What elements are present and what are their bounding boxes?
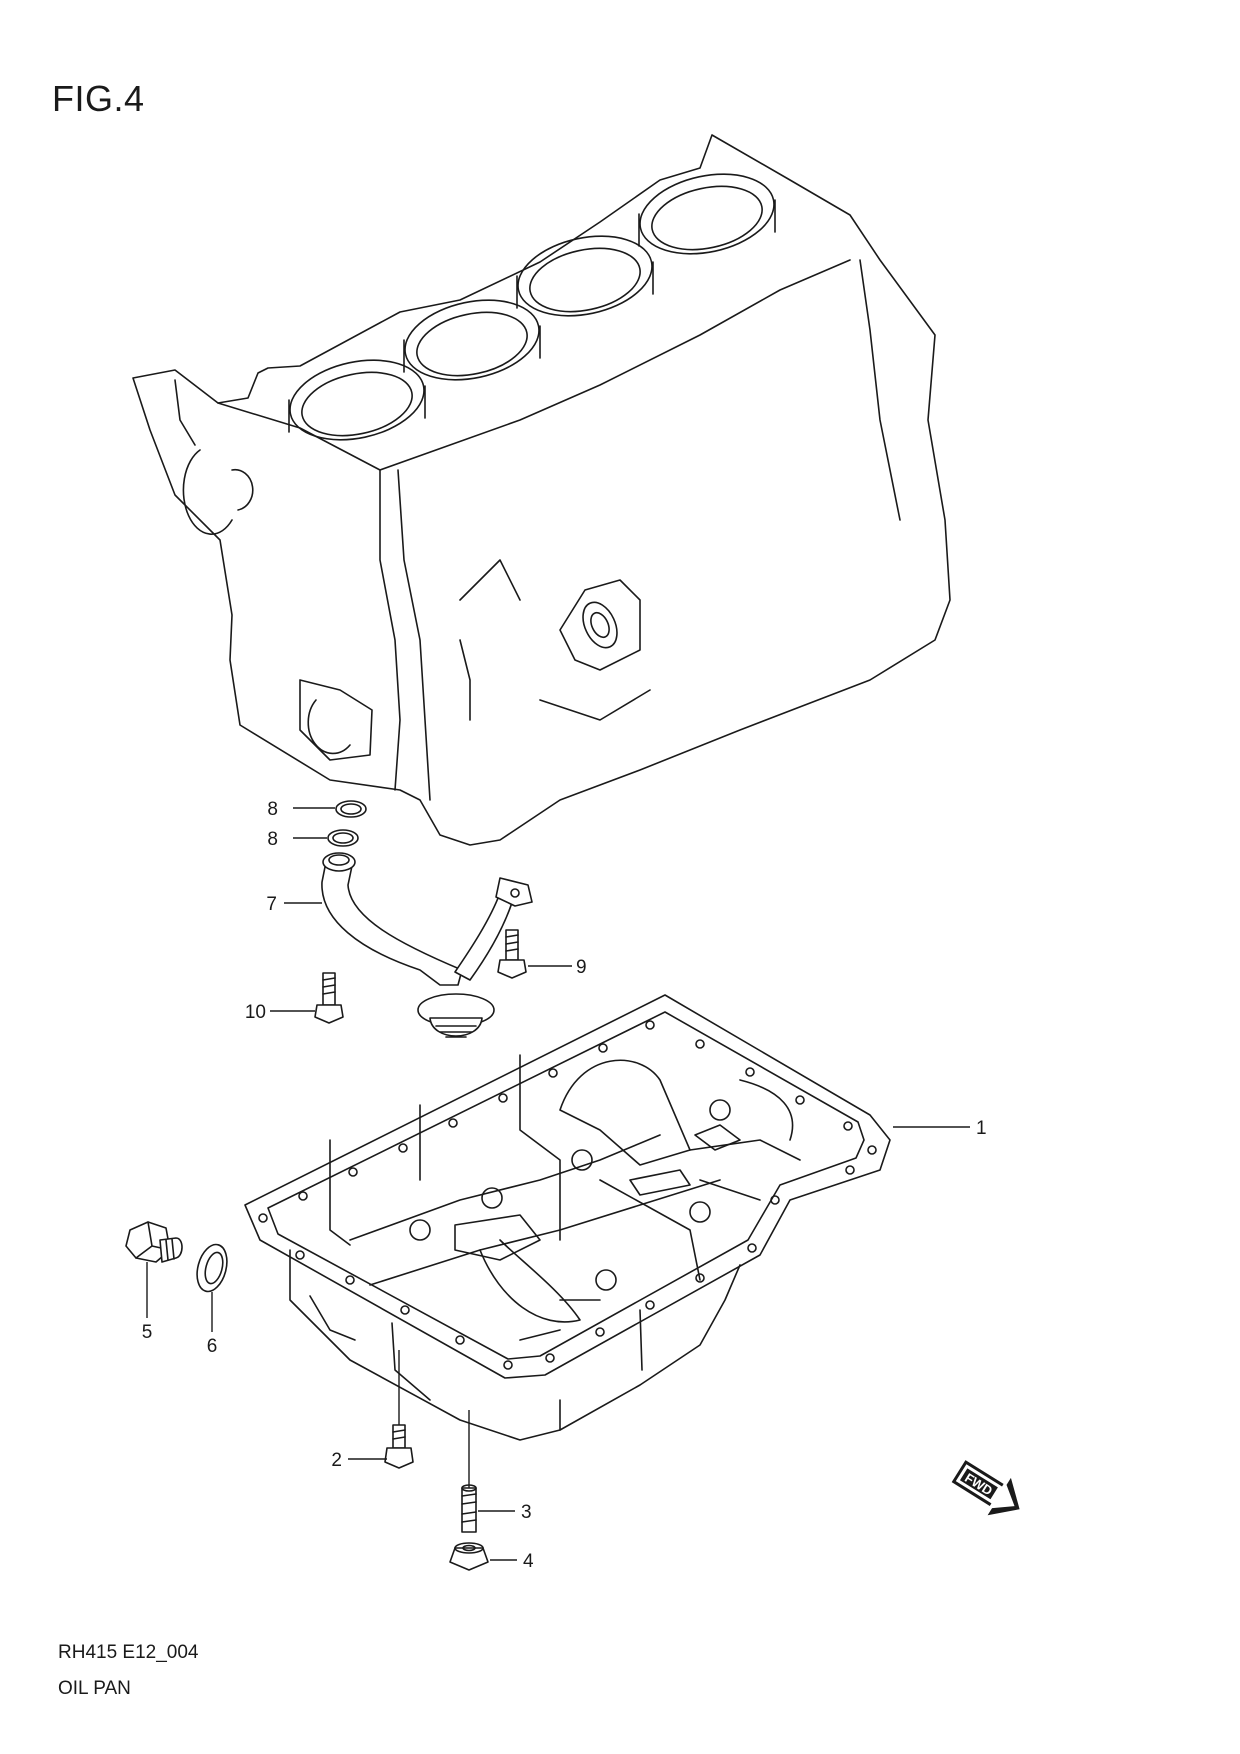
pan-bolt [384, 1424, 414, 1469]
leader-lines [146, 807, 970, 1561]
o-ring-lower [327, 829, 359, 847]
section-name: OIL PAN [58, 1678, 131, 1699]
oil-strainer [321, 852, 533, 1038]
strainer-bolt-10 [314, 972, 344, 1024]
callout-8-upper: 8 [267, 799, 278, 820]
drawing-code: RH415 E12_004 [58, 1642, 199, 1663]
drain-plug-gasket [196, 1243, 228, 1293]
engine-block [132, 134, 951, 846]
cylinder-bore-4 [638, 173, 776, 255]
cylinder-bore-2 [403, 299, 541, 381]
figure-title: FIG.4 [52, 78, 145, 119]
callout-10: 10 [245, 1002, 266, 1023]
callout-5: 5 [142, 1322, 153, 1343]
callout-labels: 8 8 7 9 10 1 5 6 2 3 4 [142, 799, 987, 1572]
strainer-bolt-9 [497, 929, 527, 979]
callout-9: 9 [576, 957, 587, 978]
forward-direction-arrow: FWD [951, 1460, 1020, 1516]
callout-6: 6 [207, 1336, 218, 1357]
callout-1: 1 [976, 1118, 987, 1139]
callout-2: 2 [331, 1450, 342, 1471]
drain-plug [125, 1221, 183, 1263]
cylinder-bore-3 [516, 235, 654, 317]
callout-8-lower: 8 [267, 829, 278, 850]
callout-4: 4 [523, 1551, 534, 1572]
oil-pan [244, 994, 891, 1441]
flange-bolt-holes [258, 1020, 877, 1370]
cylinder-bore-1 [288, 359, 426, 441]
callout-3: 3 [521, 1502, 532, 1523]
stud [461, 1484, 477, 1533]
callout-7: 7 [266, 894, 277, 915]
flange-nut [449, 1542, 489, 1571]
o-ring-upper [335, 800, 367, 818]
